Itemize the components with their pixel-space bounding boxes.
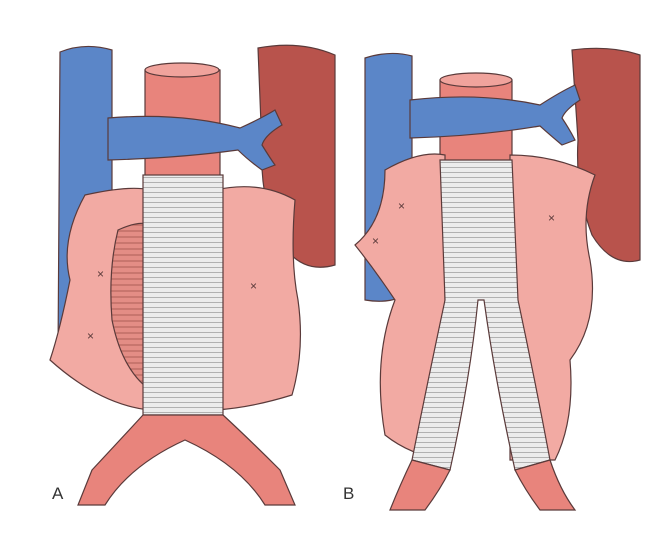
tube-graft <box>142 174 224 416</box>
sac-interior <box>110 222 151 392</box>
svg-text:×: × <box>250 279 257 293</box>
svg-text:×: × <box>87 329 94 343</box>
svg-text:×: × <box>548 211 555 225</box>
left-iliac-artery <box>389 459 451 511</box>
panel-a: × × × <box>49 44 336 506</box>
svg-text:×: × <box>372 234 379 248</box>
panel-b-label: B <box>343 484 355 503</box>
iliac-arteries <box>77 414 296 506</box>
svg-text:×: × <box>97 267 104 281</box>
right-iliac-artery <box>514 459 577 511</box>
renal-vein <box>107 109 283 171</box>
renal-vein <box>409 84 581 146</box>
svg-text:×: × <box>398 199 405 213</box>
bifurcated-graft <box>411 159 551 471</box>
aneurysm-sac-right-flap <box>214 186 301 411</box>
panel-b: × × × <box>354 47 641 511</box>
panel-a-label: A <box>52 484 64 503</box>
aneurysm-sac-left-flap <box>354 153 446 461</box>
